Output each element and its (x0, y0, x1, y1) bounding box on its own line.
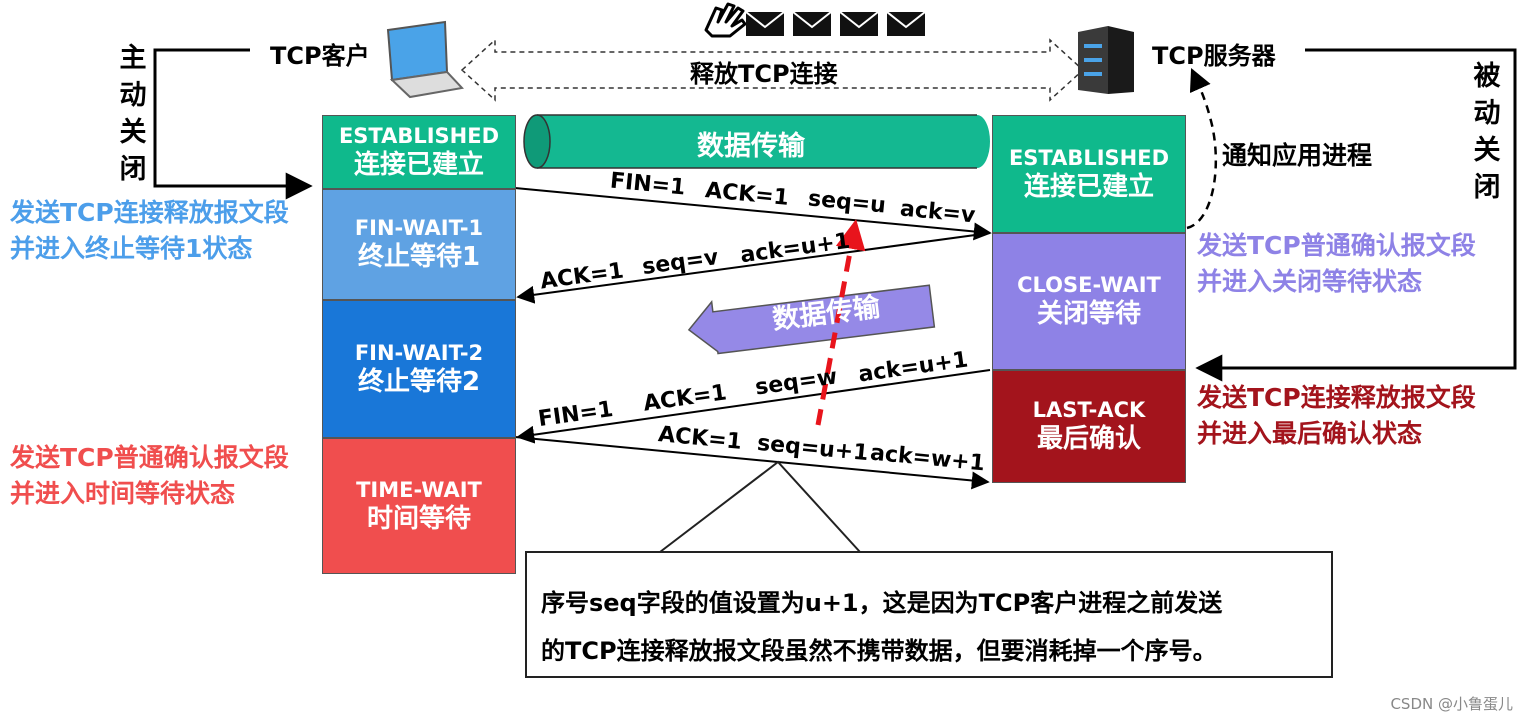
server-state-last-ack: LAST-ACK 最后确认 (992, 370, 1186, 483)
state-zh-label: 关闭等待 (1036, 299, 1141, 330)
notify-app-label: 通知应用进程 (1222, 141, 1373, 170)
active-close-bracket (153, 48, 313, 200)
state-en-label: CLOSE-WAIT (1017, 273, 1161, 298)
seq-explanation-note: 序号seq字段的值设置为u+1，这是因为TCP客户进程之前发送 的TCP连接释放… (525, 551, 1333, 678)
server-label: TCP服务器 (1152, 42, 1276, 70)
state-zh-label: 连接已建立 (353, 149, 484, 180)
envelope-icon (792, 11, 832, 36)
passive-close-label: 被动关闭 (1473, 61, 1501, 203)
data-transfer-back-arrow (687, 284, 936, 355)
client-state-fin-wait-1: FIN-WAIT-1 终止等待1 (322, 189, 516, 300)
annotation-line: 并进入最后确认状态 (1197, 419, 1423, 448)
state-en-label: FIN-WAIT-2 (354, 340, 484, 365)
hand-icon (704, 2, 747, 38)
client-state-established: ESTABLISHED 连接已建立 (322, 115, 516, 189)
state-en-label: ESTABLISHED (338, 123, 500, 148)
state-zh-label: 最后确认 (1036, 424, 1141, 455)
annotation-line: 并进入终止等待1状态 (10, 234, 253, 263)
server-annotation-last-ack: 发送TCP连接释放报文段 并进入最后确认状态 (1197, 380, 1476, 452)
laptop-icon (386, 20, 464, 99)
client-state-fin-wait-2: FIN-WAIT-2 终止等待2 (322, 300, 516, 438)
message-arrow-fin2 (516, 369, 991, 444)
annotation-line: 发送TCP普通确认报文段 (10, 443, 289, 472)
release-connection-label: 释放TCP连接 (690, 60, 838, 88)
envelope-icon (839, 11, 879, 36)
notify-app-arrow (1186, 67, 1218, 230)
state-en-label: LAST-ACK (1032, 398, 1146, 423)
note-pointer (659, 460, 861, 553)
message-arrow-fin1 (514, 187, 992, 241)
passive-close-bracket (1195, 48, 1517, 382)
client-annotation-time-wait: 发送TCP普通确认报文段 并进入时间等待状态 (10, 440, 289, 512)
annotation-line: 发送TCP连接释放报文段 (1197, 383, 1476, 412)
client-label: TCP客户 (270, 42, 370, 70)
annotation-line: 并进入时间等待状态 (10, 479, 236, 508)
data-transfer-pipe (523, 114, 990, 169)
data-transfer-label: 数据传输 (697, 131, 805, 162)
server-state-established: ESTABLISHED 连接已建立 (992, 115, 1186, 233)
state-en-label: ESTABLISHED (1008, 145, 1170, 170)
active-close-label: 主动关闭 (119, 43, 147, 185)
note-line: 序号seq字段的值设置为u+1，这是因为TCP客户进程之前发送 (541, 589, 1223, 617)
note-line: 的TCP连接释放报文段虽然不携带数据，但要消耗掉一个序号。 (541, 637, 1217, 665)
client-state-time-wait: TIME-WAIT 时间等待 (322, 438, 516, 574)
seq-link-arrow (815, 219, 866, 426)
state-zh-label: 连接已建立 (1023, 171, 1154, 202)
client-annotation-fin-wait-1: 发送TCP连接释放报文段 并进入终止等待1状态 (10, 195, 289, 267)
message-arrow-ack2 (514, 436, 990, 490)
state-zh-label: 终止等待2 (357, 366, 481, 397)
annotation-line: 并进入关闭等待状态 (1197, 267, 1423, 296)
message-arrow-ack1 (516, 232, 991, 304)
envelope-icon (886, 11, 926, 36)
watermark: CSDN @小鲁蛋儿 (1390, 695, 1513, 713)
envelope-icon-group (745, 11, 926, 36)
state-en-label: FIN-WAIT-1 (354, 216, 484, 241)
server-icon (1078, 26, 1134, 94)
annotation-line: 发送TCP普通确认报文段 (1197, 231, 1476, 260)
state-zh-label: 时间等待 (366, 503, 471, 534)
envelope-icon (745, 11, 785, 36)
state-zh-label: 终止等待1 (357, 242, 481, 273)
server-annotation-close-wait: 发送TCP普通确认报文段 并进入关闭等待状态 (1197, 228, 1476, 300)
server-state-close-wait: CLOSE-WAIT 关闭等待 (992, 233, 1186, 370)
annotation-line: 发送TCP连接释放报文段 (10, 198, 289, 227)
state-en-label: TIME-WAIT (356, 477, 482, 502)
